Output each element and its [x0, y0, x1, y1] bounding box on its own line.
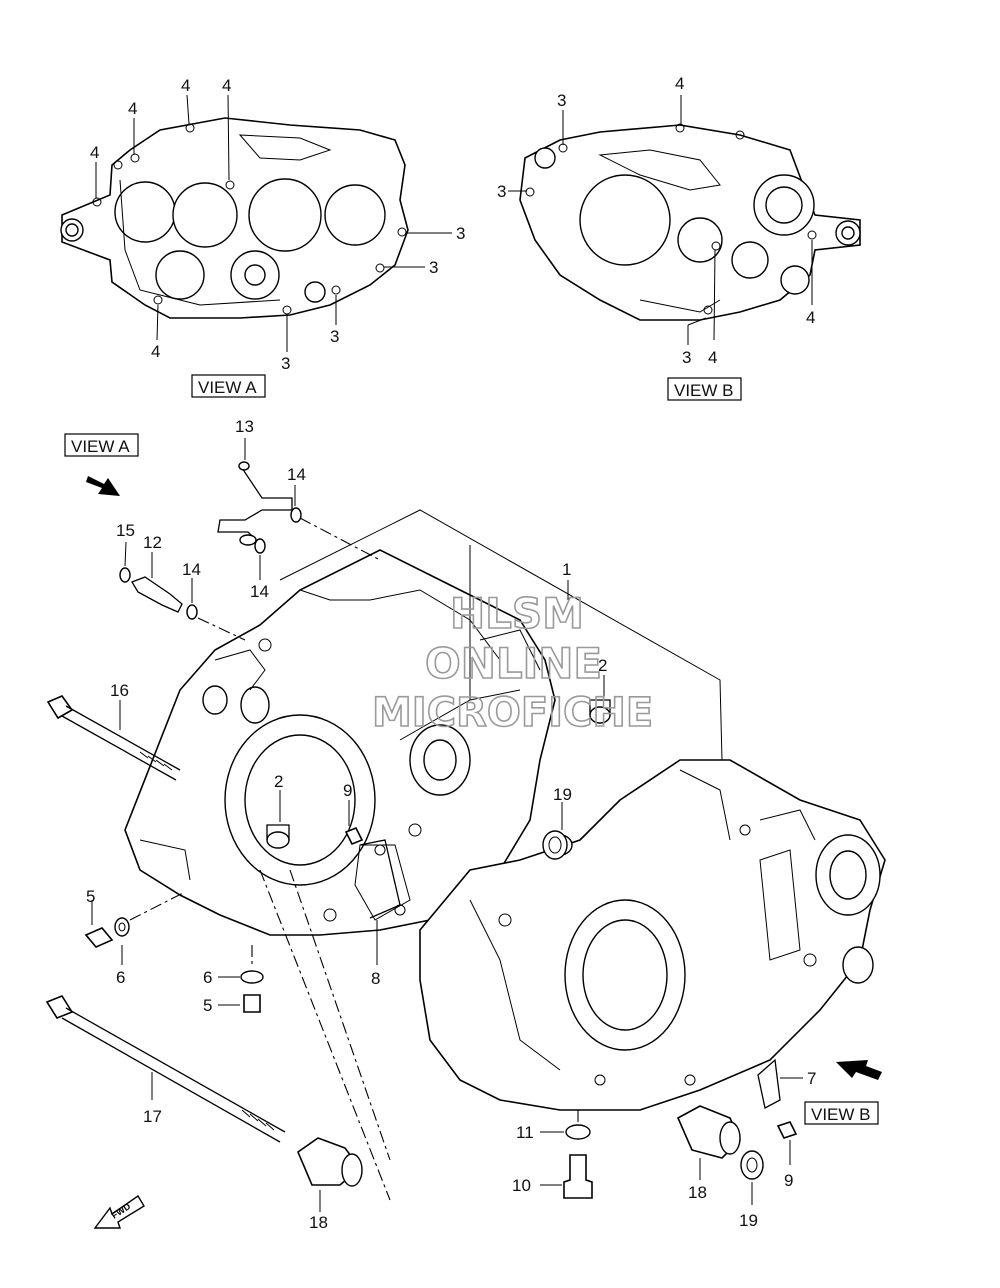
callout-11: 11 — [516, 1123, 534, 1142]
callout-15: 15 — [116, 521, 135, 540]
callout-1: 1 — [562, 560, 571, 579]
callout-19: 19 — [739, 1211, 758, 1230]
view-b-crankcase-drawing — [519, 123, 861, 321]
view-a-callouts: 4 4 4 4 3 3 4 3 3 — [90, 76, 465, 373]
bushing-part-19-lower: 19 — [739, 1150, 764, 1230]
bolt-part-16: 16 — [46, 681, 181, 781]
part-1-callout: 1 — [279, 509, 723, 761]
crankcase-right-half — [419, 759, 886, 1111]
callout-6: 6 — [203, 968, 212, 987]
callout-2: 2 — [598, 656, 607, 675]
callout-5: 5 — [86, 887, 95, 906]
callout-3: 3 — [456, 224, 465, 243]
callout-12: 12 — [143, 533, 162, 552]
plate-part-7: 7 — [757, 1058, 816, 1109]
callout-4: 4 — [708, 348, 717, 367]
callout-4: 4 — [181, 76, 190, 95]
callout-10: 10 — [512, 1176, 531, 1195]
callout-3: 3 — [330, 327, 339, 346]
callout-18: 18 — [688, 1183, 707, 1202]
watermark-line-1: HLSM — [450, 589, 584, 638]
washer-part-11: 11 — [516, 1123, 591, 1142]
washer-part-6-lower: 6 — [203, 945, 264, 987]
callout-9: 9 — [784, 1171, 793, 1190]
plug-part-5-upper: 5 — [84, 887, 114, 948]
callout-14: 14 — [287, 465, 306, 484]
view-b-direction-marker: VIEW B — [804, 1060, 882, 1125]
callout-3: 3 — [682, 348, 691, 367]
plug-part-5-lower: 5 — [203, 994, 261, 1015]
dowel-pin-lower: 2 — [266, 772, 290, 849]
view-b-caption: VIEW B — [667, 377, 742, 401]
callout-14: 14 — [182, 560, 201, 579]
callout-4: 4 — [675, 74, 684, 93]
callout-19: 19 — [553, 785, 572, 804]
watermark-line-2: ONLINE — [425, 639, 602, 688]
callout-4: 4 — [806, 308, 815, 327]
callout-18: 18 — [309, 1213, 328, 1232]
washer-part-6-upper: 6 — [114, 891, 186, 987]
view-a-caption-label: VIEW A — [198, 378, 257, 397]
callout-14: 14 — [250, 582, 269, 601]
o-ring-14-upper: 14 — [287, 465, 306, 523]
callout-13: 13 — [235, 417, 254, 436]
bolt-part-9-right: 9 — [776, 1121, 798, 1190]
callout-3: 3 — [281, 354, 290, 373]
watermark-line-3: MICROFICHE — [372, 690, 653, 736]
view-a-direction-marker: VIEW A — [64, 433, 139, 496]
drain-bolt-part-10: 10 — [512, 1110, 593, 1199]
forward-direction-icon: FWD — [93, 1194, 145, 1229]
callout-3: 3 — [497, 182, 506, 201]
callout-3: 3 — [429, 258, 438, 277]
callout-3: 3 — [557, 91, 566, 110]
plate-part-8: 8 — [359, 839, 401, 988]
callout-17: 17 — [143, 1107, 162, 1126]
view-a-arrow-icon — [86, 476, 120, 496]
bolt-part-17: 17 — [45, 995, 286, 1143]
collar-part-18-left: 18 — [297, 1137, 363, 1232]
view-b-caption-label: VIEW B — [674, 381, 734, 400]
crankcase-left-half — [124, 549, 556, 936]
dowel-pin-upper: 2 — [589, 656, 611, 724]
view-a-crankcase-drawing — [60, 117, 409, 319]
callout-6: 6 — [116, 968, 125, 987]
callout-2: 2 — [274, 772, 283, 791]
callout-5: 5 — [203, 996, 212, 1015]
oil-jet-part-12: 12 15 14 — [116, 521, 246, 641]
view-a-marker-label: VIEW A — [71, 437, 130, 456]
bolt-part-9-upper: 9 — [343, 781, 364, 846]
bushing-part-19-upper: 19 — [542, 785, 572, 860]
callout-4: 4 — [151, 342, 160, 361]
view-b-arrow-icon — [836, 1060, 882, 1080]
oil-pipe-part-13: 13 — [217, 417, 293, 546]
collar-part-18-right: 18 — [676, 1105, 741, 1202]
watermark: HLSM ONLINE MICROFICHE — [371, 588, 654, 737]
callout-7: 7 — [807, 1069, 816, 1088]
callout-16: 16 — [110, 681, 129, 700]
callout-4: 4 — [222, 76, 231, 95]
callout-8: 8 — [371, 969, 380, 988]
view-b-marker-label: VIEW B — [811, 1105, 871, 1124]
callout-9: 9 — [343, 781, 352, 800]
o-ring-14-lower: 14 — [250, 538, 269, 601]
callout-4: 4 — [90, 143, 99, 162]
view-a-caption: VIEW A — [191, 374, 266, 398]
view-b-callouts: 4 3 3 4 3 4 — [497, 74, 815, 367]
callout-4: 4 — [128, 99, 137, 118]
